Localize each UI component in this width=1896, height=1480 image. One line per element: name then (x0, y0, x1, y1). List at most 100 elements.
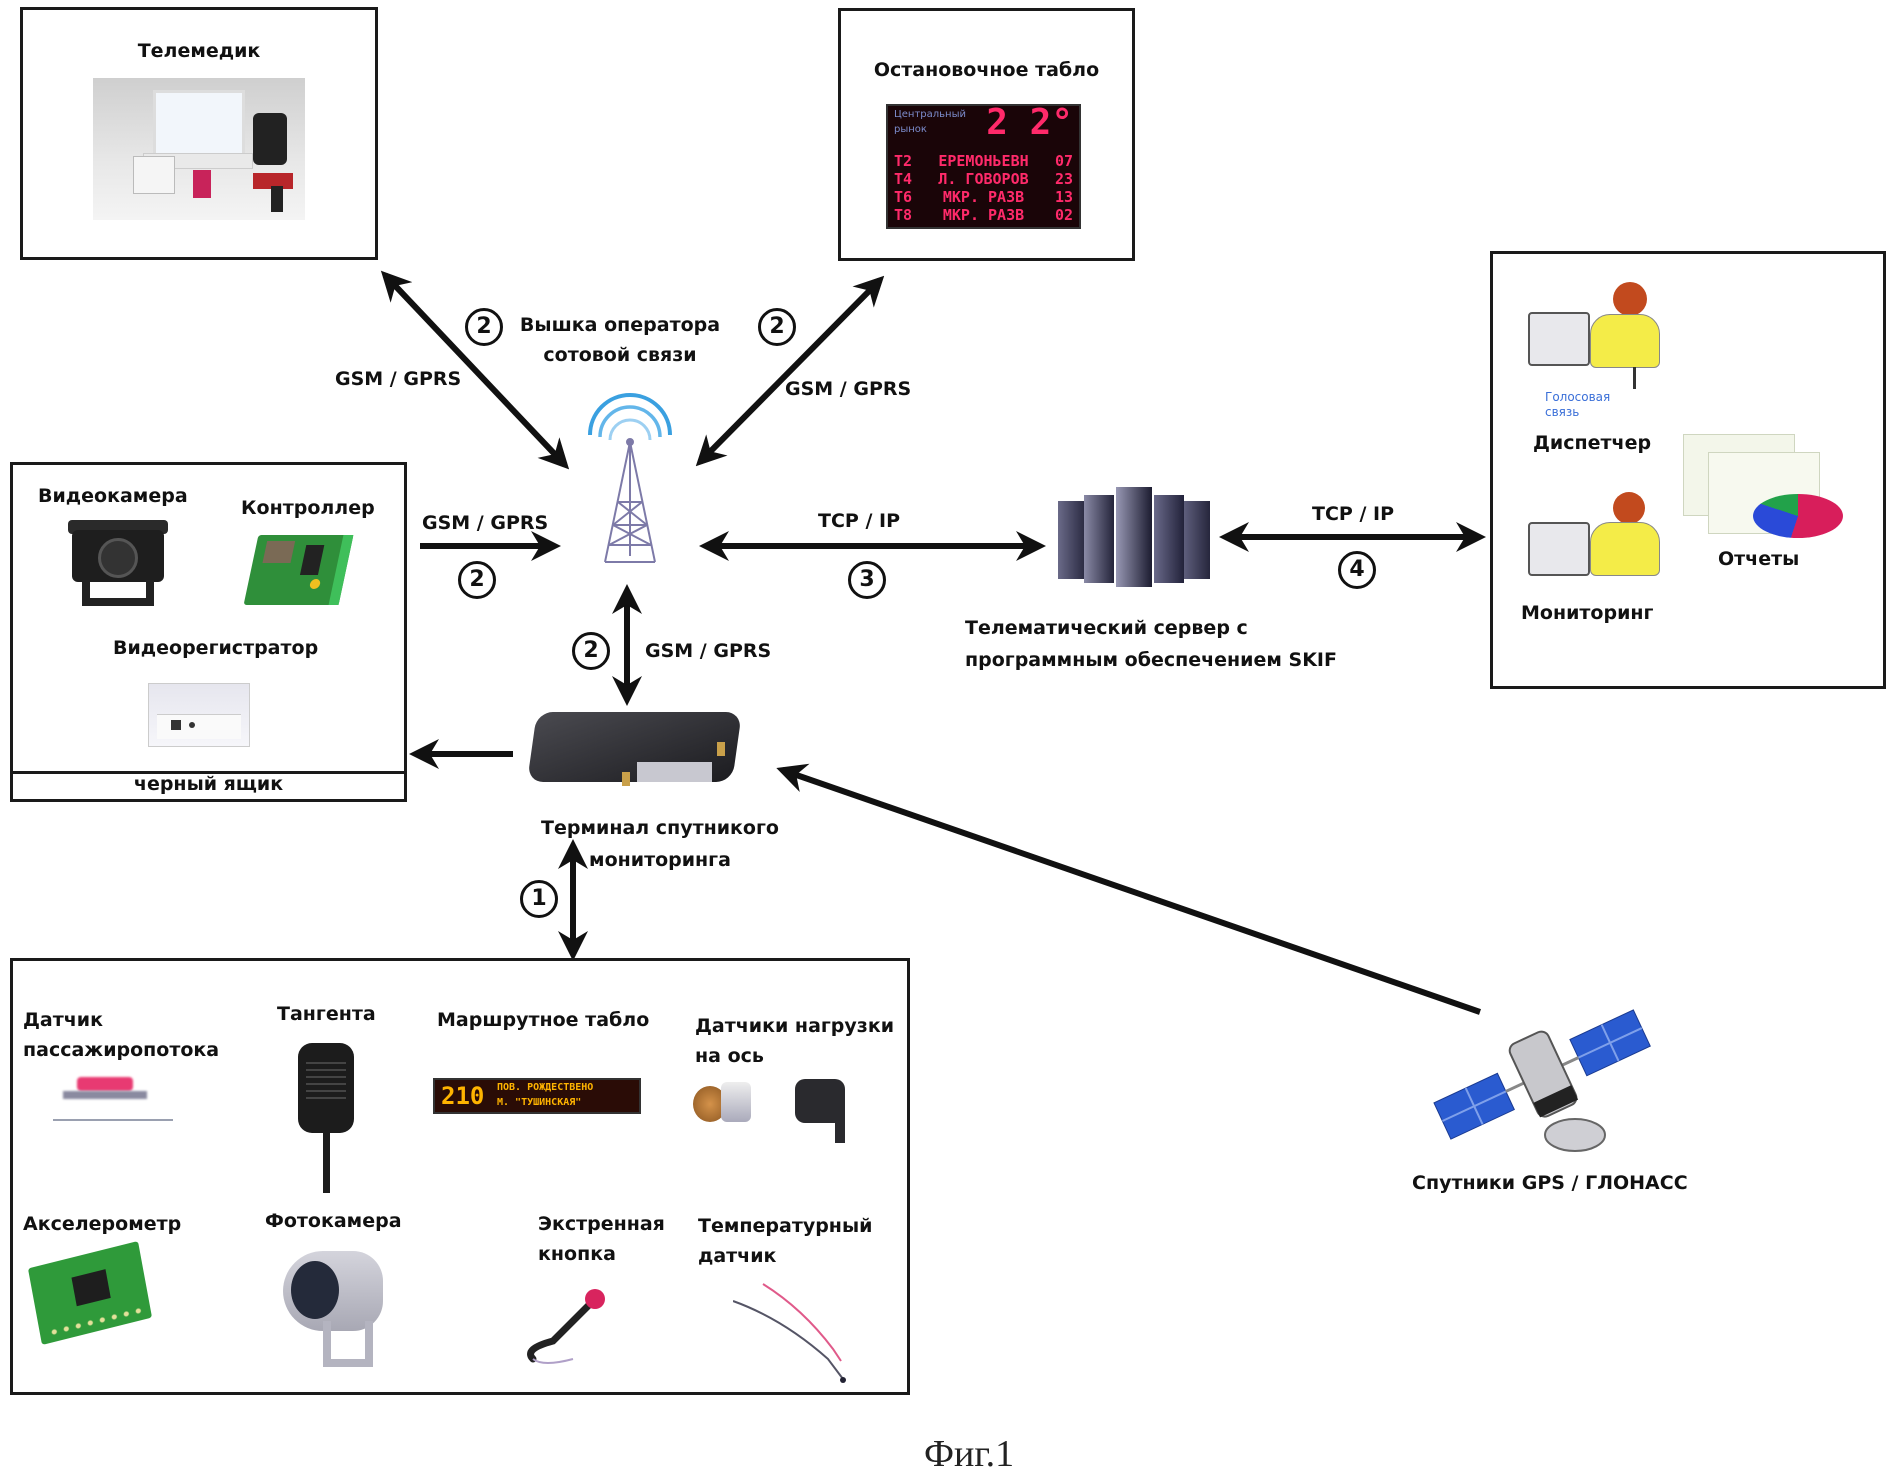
terminal-title: Терминал спутникого мониторинга (530, 812, 790, 876)
reports-label: Отчеты (1718, 548, 1800, 570)
server-unit (1058, 501, 1084, 579)
axle-load-sensor-image-2 (795, 1071, 855, 1146)
server-unit (1084, 495, 1114, 583)
sensor-label-temperature: Температурный датчик (698, 1211, 872, 1271)
step-badge-tower-server: 3 (848, 561, 886, 599)
terminal-connector (637, 762, 712, 782)
sensor-label-accelerometer: Акселерометр (23, 1213, 182, 1235)
videocamera-label: Видеокамера (38, 485, 188, 507)
step-badge-tower-telemedic: 2 (465, 308, 503, 346)
route-destination: Л. ГОВОРОВ (938, 170, 1029, 188)
dispatcher-image (1528, 282, 1663, 389)
route-destination: МКР. РАЗВ (942, 206, 1025, 224)
satellites-title: Спутники GPS / ГЛОНАСС (1412, 1172, 1688, 1194)
black-box-divider (13, 771, 404, 774)
camera-lens (291, 1261, 339, 1319)
step-badge-tower-terminal: 2 (572, 632, 610, 670)
figure-caption: Фиг.1 (924, 1433, 1015, 1475)
button-cap (585, 1289, 605, 1309)
route-number: Т8 (894, 206, 913, 224)
sensor-label-passenger-flow: Датчик пассажиропотока (23, 1005, 219, 1065)
blood-pressure-monitor (133, 156, 175, 194)
telemedic-image (93, 78, 305, 220)
controller-relay (299, 545, 325, 575)
protocol-label-blackbox-tower: GSM / GPRS (422, 512, 549, 534)
controller-chip (262, 541, 296, 563)
route-destination: МКР. РАЗВ (942, 188, 1025, 206)
black-case (253, 113, 287, 165)
satellite-dish (1544, 1118, 1606, 1152)
stop-name-line1: Центральный (894, 109, 966, 120)
sensor-body (721, 1082, 751, 1122)
reports-image (1683, 434, 1853, 544)
sensor-label-line1: Экстренная (538, 1213, 665, 1235)
arrival-minutes: 23 (1054, 170, 1073, 188)
controller-image (243, 535, 354, 605)
sensor-label-emergency-button: Экстренная кнопка (538, 1209, 665, 1269)
sensor-label-photo-camera: Фотокамера (265, 1210, 402, 1232)
server-unit (1154, 495, 1184, 583)
route-board-number: 210 (441, 1082, 485, 1110)
cell-tower-icon (588, 393, 672, 563)
sensors-box: Датчик пассажиропотока Тангента Маршрутн… (10, 958, 910, 1395)
sensor-lever (835, 1101, 845, 1143)
mic-grille (306, 1057, 346, 1103)
controller-label: Контроллер (241, 497, 375, 519)
sensor-label-tangent: Тангента (277, 1003, 376, 1025)
signal-wave-middle (598, 405, 662, 438)
sensor-base-line (53, 1119, 173, 1121)
protocol-label-tower-telemedic: GSM / GPRS (335, 368, 462, 390)
tower-lattice (604, 438, 656, 563)
voice-sublabel: Голосовая связь (1545, 390, 1611, 419)
arrival-minutes: 07 (1054, 152, 1073, 170)
thermometer-gun (253, 173, 293, 189)
microphone-stand (1633, 367, 1636, 389)
arrow-tower-stopboard (695, 275, 885, 467)
person-hair (1613, 282, 1647, 316)
tower-title-line1: Вышка оператора (519, 314, 721, 336)
glucometer (193, 170, 211, 198)
stop-board-time: 2 2° (986, 104, 1073, 143)
computer-monitor (1528, 522, 1590, 576)
dvr-front-panel (157, 714, 241, 739)
protocol-label-tower-stopboard: GSM / GPRS (785, 378, 912, 400)
black-box-footer: черный ящик (133, 773, 284, 795)
route-board-display: 210 ПОВ. РОЖДЕСТВЕНО М. "ТУШИНСКАЯ" (433, 1078, 641, 1114)
stop-board-display: Центральный рынок 2 2° Т2 ЕРЕМОНЬЕВН 07 … (886, 104, 1081, 229)
route-board-line2: М. "ТУШИНСКАЯ" (497, 1097, 582, 1108)
camera-mount (323, 1321, 373, 1367)
person-body (1590, 314, 1660, 368)
computer-monitor (1528, 312, 1590, 366)
step-badge-tower-stopboard: 2 (758, 308, 796, 346)
emergency-button-image (527, 1289, 605, 1364)
satellite-icon (1433, 1009, 1651, 1152)
tangent-mic-image (298, 1043, 358, 1193)
terminal-title-line1: Терминал спутникого (541, 817, 779, 839)
route-board-line1: ПОВ. РОЖДЕСТВЕНО (497, 1082, 594, 1093)
accelerometer-chip (71, 1269, 111, 1307)
terminal-antenna-port (622, 772, 630, 786)
accelerometer-image (27, 1241, 153, 1345)
satellite-band (1533, 1085, 1579, 1118)
dispatcher-label: Диспетчер (1533, 432, 1652, 454)
person-hair (1613, 492, 1645, 524)
person-body (1590, 522, 1660, 576)
sensor-label-line1: Датчик (23, 1009, 104, 1031)
server-unit (1116, 487, 1152, 587)
route-number: Т6 (894, 188, 913, 206)
sensor-label-axle-load: Датчики нагрузки на ось (695, 1011, 894, 1071)
route-number: Т4 (894, 170, 913, 188)
tower-title: Вышка оператора сотовой связи (515, 310, 725, 370)
stop-board-title: Остановочное табло (873, 59, 1100, 81)
step-badge-server-control: 4 (1338, 551, 1376, 589)
photo-camera-image (283, 1251, 393, 1371)
server-rack-image (1058, 487, 1218, 587)
telemedic-title: Телемедик (137, 40, 261, 62)
arrival-minutes: 02 (1054, 206, 1073, 224)
monitoring-label: Мониторинг (1521, 602, 1654, 624)
camera-bracket (82, 580, 154, 606)
videocamera-image (68, 520, 168, 610)
stop-board-row: Т6 МКР. РАЗВ 13 (894, 188, 1073, 206)
dvr-led (189, 722, 195, 728)
pie-chart-icon (1753, 494, 1843, 538)
